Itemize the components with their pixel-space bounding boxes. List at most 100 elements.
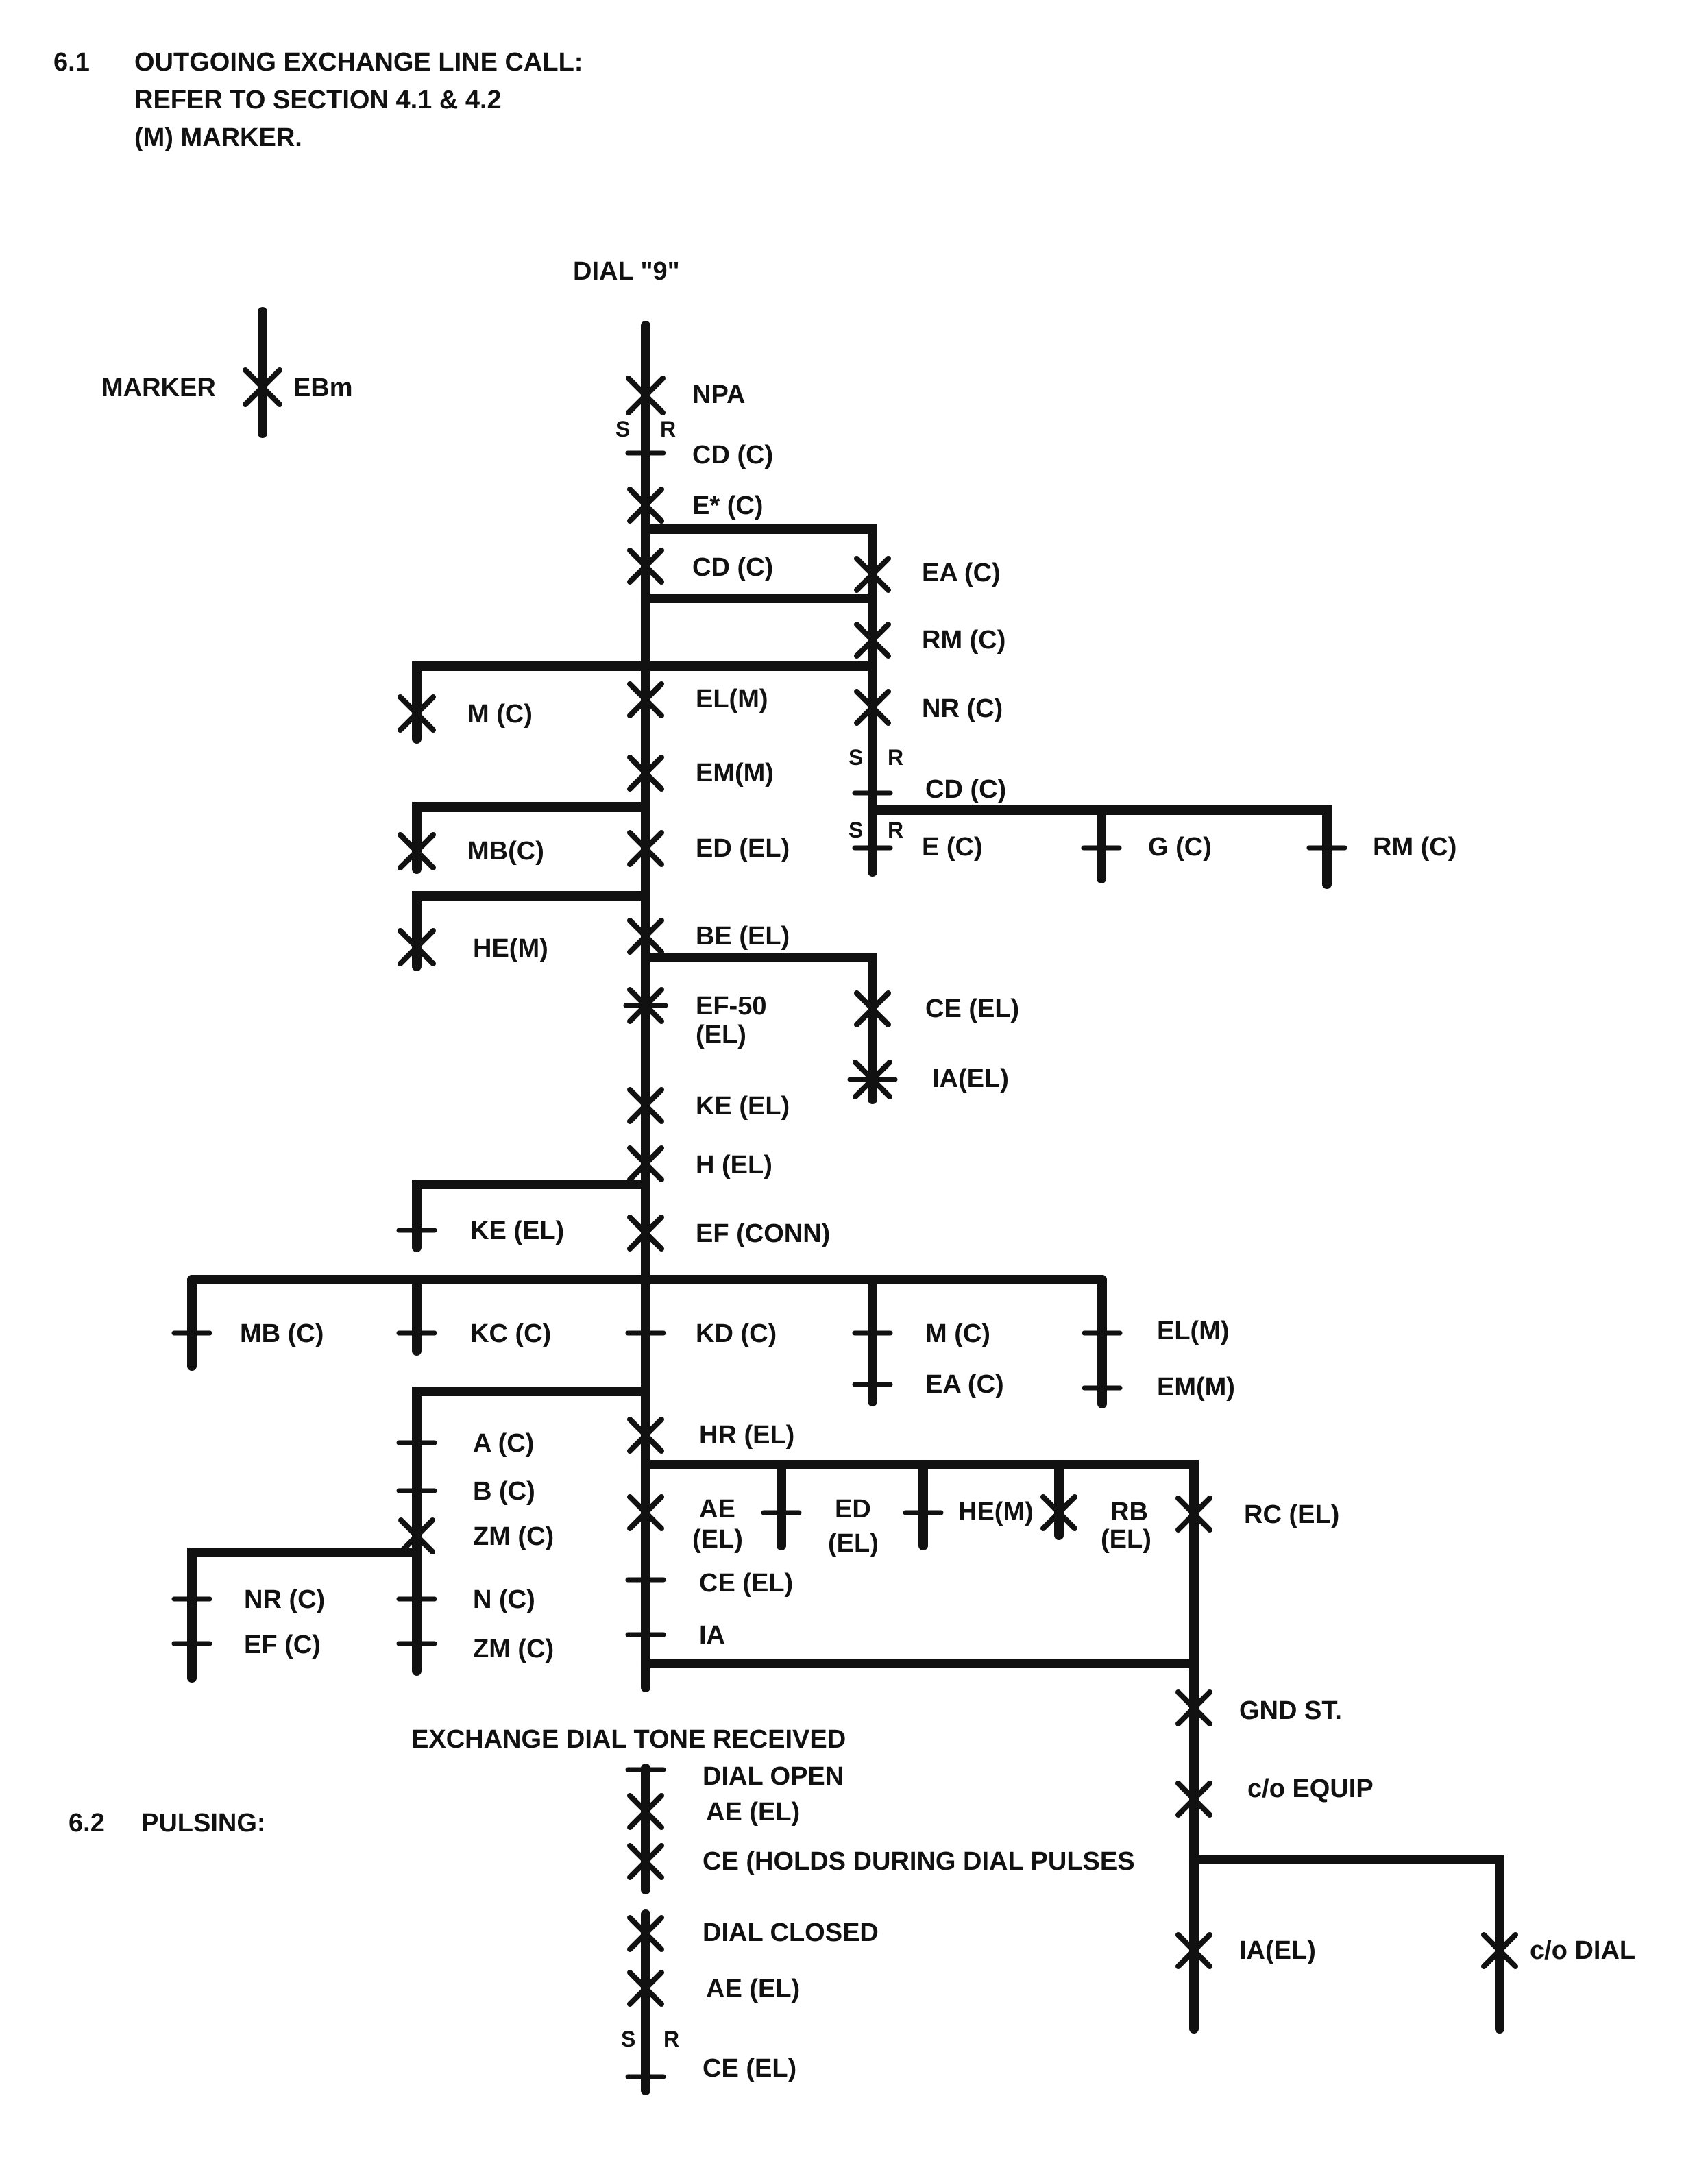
cross-ce-holds [627,1843,664,1880]
sr-markers: S R S R S R S R [615,417,903,2051]
cross-m-left [398,694,436,733]
cross-ce-mid [854,990,891,1027]
cross-he-right [1040,1494,1077,1531]
cross-npa [626,376,666,415]
cross-mb-left [398,832,436,870]
cross-gnd-st [1175,1689,1212,1726]
cross-nr-top [854,689,891,726]
cross-ed-el [627,830,664,867]
label-ea-c-top: EA (C) [922,559,1001,587]
label-ke-el-left: KE (EL) [470,1217,564,1245]
label-rm-c-top: RM (C) [922,626,1005,655]
cross-ia-mid [847,1060,898,1099]
label-zm-c-2: ZM (C) [473,1635,554,1663]
pulsing-title: PULSING: [141,1809,266,1838]
label-dial-open: DIAL OPEN [703,1762,844,1791]
label-rb-line2: (EL) [1101,1525,1151,1554]
cross-be-el [627,918,664,955]
cross-em-m [627,755,664,792]
label-h-el: H (EL) [696,1151,772,1180]
cross-ia-right [1175,1932,1212,1969]
label-ia-el-mid: IA(EL) [932,1064,1009,1093]
header-title: OUTGOING EXCHANGE LINE CALL: [134,48,583,77]
cross-ae-p1 [627,1793,664,1830]
label-ce-el-low: CE (EL) [699,1569,793,1598]
relay-labels: NPA CD (C) E* (C) CD (C) EA (C) RM (C) N… [69,380,1635,2083]
label-g-c: G (C) [1148,833,1212,862]
label-co-dial: c/o DIAL [1530,1936,1635,1965]
label-nr-c-low: NR (C) [244,1585,325,1614]
label-ef50-line1: EF-50 [696,992,766,1021]
label-em-m: EM(M) [696,759,774,788]
label-ed-el: ED (EL) [696,834,790,863]
label-em-m-row: EM(M) [1157,1373,1235,1402]
cross-ae-el [627,1494,664,1531]
label-he-m-right: HE(M) [958,1498,1034,1526]
cross-h-el [627,1145,664,1182]
label-cd-c-2: CD (C) [692,553,773,582]
legend-marker-label: MARKER [101,374,216,402]
header: 6.1 OUTGOING EXCHANGE LINE CALL: REFER T… [53,48,583,152]
legend: MARKER EBm [101,307,353,438]
label-ae-line2: (EL) [692,1525,743,1554]
label-ia-el-right: IA(EL) [1239,1936,1316,1965]
r-mark: R [888,745,903,770]
label-a-c: A (C) [473,1429,534,1458]
tick-marks [171,450,1347,2079]
s-mark: S [849,818,863,842]
label-co-equip: c/o EQUIP [1247,1774,1374,1803]
cross-ea-top [854,556,891,593]
cross-dial-closed [627,1915,664,1952]
cross-hr-el [627,1417,664,1454]
r-mark: R [888,818,903,842]
label-ce-holds: CE (HOLDS DURING DIAL PULSES [703,1847,1135,1876]
cross-cd-2 [627,548,664,585]
label-npa: NPA [692,380,745,409]
label-rc-el: RC (EL) [1244,1500,1339,1529]
label-exchange-dial-tone: EXCHANGE DIAL TONE RECEIVED [411,1725,846,1754]
label-ed-line2: (EL) [828,1529,879,1558]
label-ce-el-end: CE (EL) [703,2054,796,2083]
cross-zm-1 [398,1517,435,1554]
label-ke-el: KE (EL) [696,1092,790,1121]
label-rm-c-right: RM (C) [1373,833,1456,862]
label-kc-c: KC (C) [470,1319,551,1348]
label-mb-c-left: MB(C) [467,837,544,866]
label-ce-el-mid: CE (EL) [925,995,1019,1023]
label-ef-c-low: EF (C) [244,1631,321,1659]
label-rb-line1: RB [1110,1498,1148,1526]
legend-ebm-label: EBm [293,374,353,402]
label-dial-closed: DIAL CLOSED [703,1918,879,1947]
r-mark: R [663,2027,679,2051]
cross-ef50 [623,987,668,1024]
label-e-c: E (C) [922,833,983,862]
label-ed-line1: ED [835,1495,871,1524]
label-ae-el-p1: AE (EL) [706,1798,800,1827]
cross-ef-conn [627,1215,664,1252]
pulsing-section-number: 6.2 [69,1809,105,1838]
label-m-c-row: M (C) [925,1319,990,1348]
cross-ae-p2 [627,1970,664,2007]
label-hr-el: HR (EL) [699,1421,794,1450]
cross-co-dial [1481,1932,1518,1969]
s-mark: S [849,745,863,770]
label-he-m-left: HE(M) [473,934,548,963]
label-e-star: E* (C) [692,491,763,520]
label-cd-c-3: CD (C) [925,775,1006,804]
cross-he-left [398,928,436,966]
cross-marks [398,376,1518,2007]
label-el-m: EL(M) [696,685,768,713]
label-m-c-left: M (C) [467,700,533,729]
label-cd-c-1: CD (C) [692,441,773,469]
cross-co-equip [1175,1781,1212,1818]
label-ef-conn: EF (CONN) [696,1219,830,1248]
r-mark: R [660,417,676,441]
label-ae-el-p2: AE (EL) [706,1975,800,2003]
label-mb-c-row: MB (C) [240,1319,324,1348]
label-el-m-row: EL(M) [1157,1317,1230,1345]
section-number: 6.1 [53,48,90,77]
label-ef50-line2: (EL) [696,1021,746,1049]
header-reference: REFER TO SECTION 4.1 & 4.2 [134,86,502,114]
s-mark: S [615,417,630,441]
